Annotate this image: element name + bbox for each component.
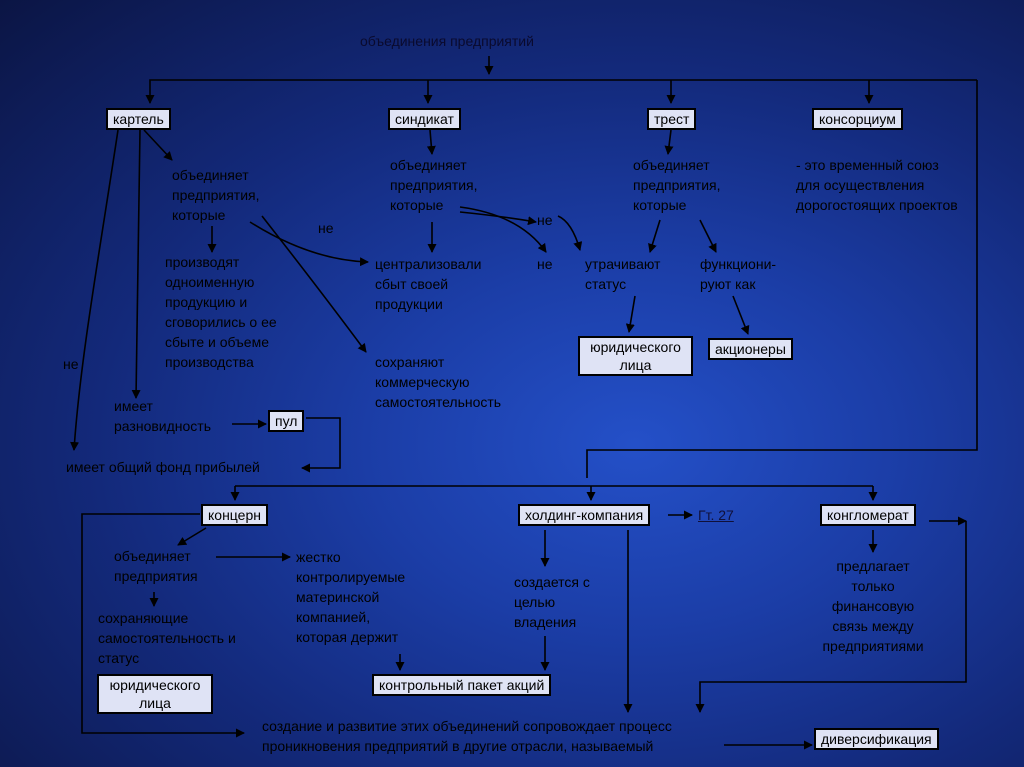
box-pul: пул bbox=[268, 410, 305, 432]
text-imeet-raznovidnost: имеет разновидность bbox=[114, 398, 212, 434]
text-ne-3: не bbox=[537, 256, 553, 272]
box-yur-lica-1: юридического лица bbox=[578, 336, 693, 376]
box-kontrolny-paket: контрольный пакет акций bbox=[372, 674, 552, 696]
text-sohranyayushchie: сохраняющие самостоятельность и статус bbox=[98, 610, 236, 666]
box-yur-lica-2: юридического лица bbox=[97, 674, 213, 714]
text-ne-left: не bbox=[63, 356, 79, 372]
text-sohranyayut: сохраняют коммерческую самостоятельность bbox=[375, 354, 502, 410]
box-kartel: картель bbox=[106, 108, 171, 130]
box-koncern: концерн bbox=[201, 504, 268, 526]
text-predpolagaet: предлагает только финансовую связь между… bbox=[822, 558, 924, 654]
text-centralizovali: централизовали сбыт своей продукции bbox=[375, 256, 482, 312]
text-ne-1: не bbox=[318, 220, 334, 236]
box-konsorcium: консорциум bbox=[812, 108, 903, 130]
box-diversifikaciya: диверсификация bbox=[814, 728, 939, 750]
text-ne-2: не bbox=[537, 212, 553, 228]
text-kartel-obedinyaet: объединяет предприятия, которые bbox=[172, 167, 260, 223]
box-holding: холдинг-компания bbox=[518, 504, 651, 526]
box-akcionery: акционеры bbox=[708, 338, 793, 360]
diagram-title: объединения предприятий bbox=[360, 33, 534, 49]
text-sozdanie: создание и развитие этих объединений соп… bbox=[262, 718, 672, 754]
box-sindikat: синдикат bbox=[388, 108, 461, 130]
text-konsorcium-desc: - это временный союз для осуществления д… bbox=[796, 157, 958, 213]
text-funkcioniruyut: функциони-руют как bbox=[700, 256, 777, 292]
box-trest: трест bbox=[647, 108, 697, 130]
text-zhestko: жестко контролируемые материнской компан… bbox=[296, 549, 406, 645]
text-sozdaetsya: создается с целью владения bbox=[514, 574, 590, 630]
link-gt27[interactable]: Гт. 27 bbox=[698, 507, 734, 523]
box-konglomerat: конгломерат bbox=[820, 504, 916, 526]
text-koncern-obedinyaet: объединяет предприятия bbox=[114, 548, 198, 584]
text-sindikat-obedinyaet: объединяет предприятия, которые bbox=[390, 157, 478, 213]
text-utrachivayut: утрачивают статус bbox=[585, 256, 661, 292]
text-obshchiy-fond: имеет общий фонд прибылей bbox=[66, 459, 260, 475]
text-proizvodyat: производят одноименную продукцию и сгово… bbox=[165, 254, 277, 370]
text-trest-obedinyaet: объединяет предприятия, которые bbox=[633, 157, 721, 213]
